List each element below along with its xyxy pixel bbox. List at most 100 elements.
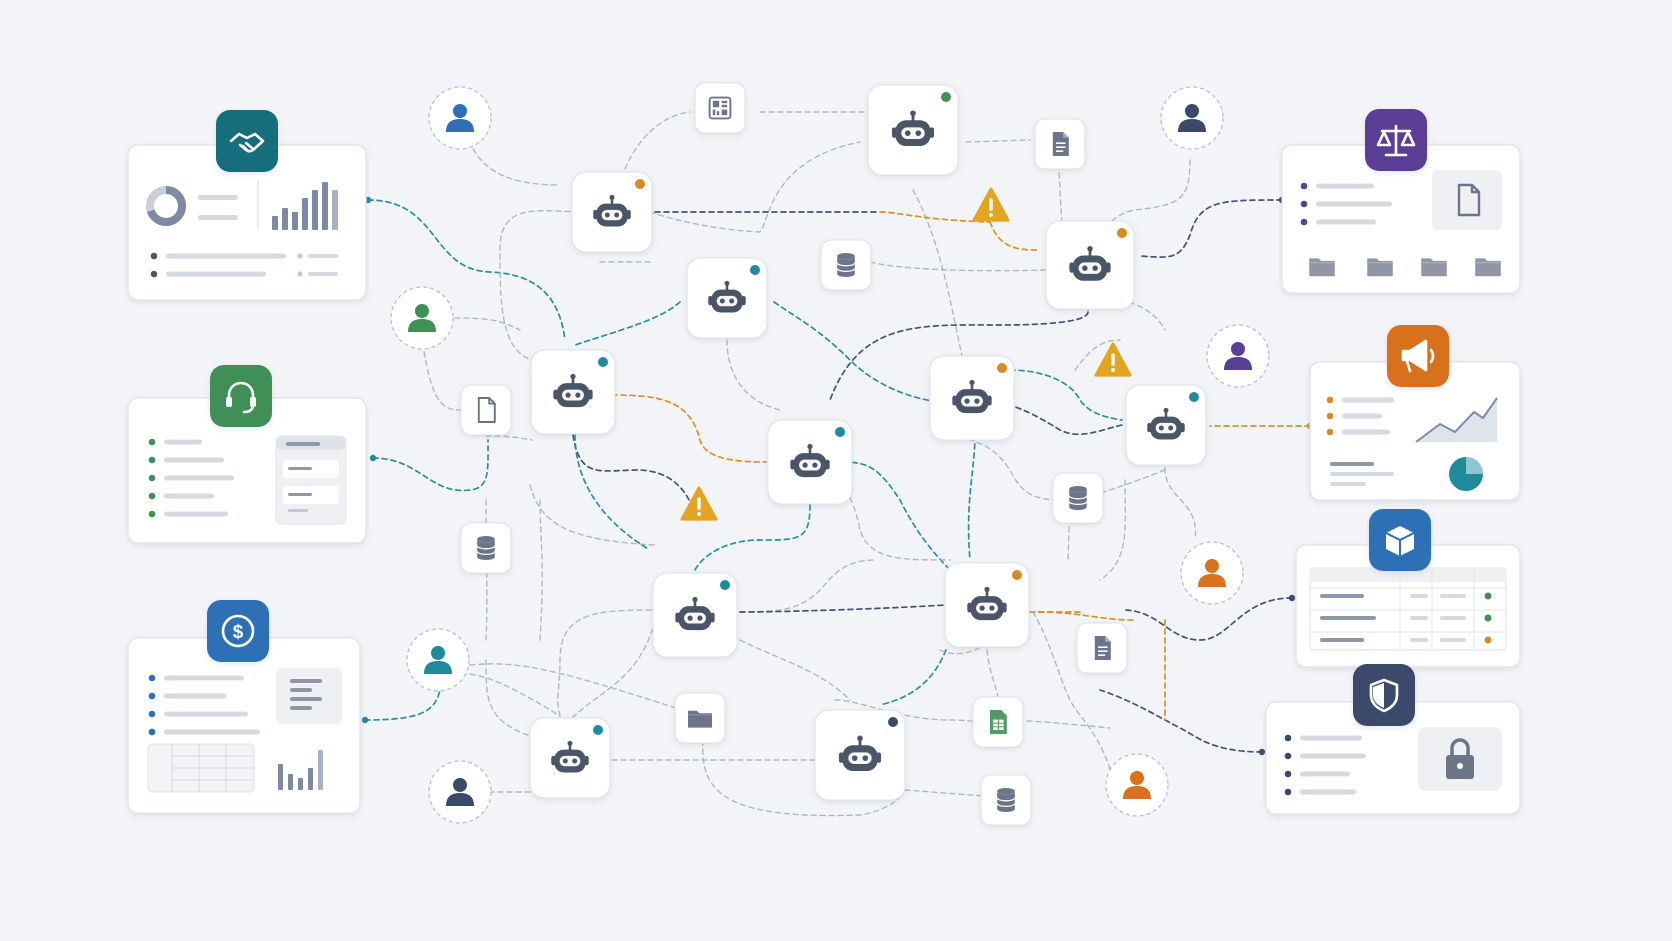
list-bullet [148, 710, 156, 718]
table-cell [1320, 594, 1364, 598]
headset-icon [226, 381, 256, 414]
database-icon [476, 535, 496, 561]
mini-bar [278, 764, 283, 790]
placeholder-line [164, 439, 202, 445]
list-bullet [148, 510, 156, 518]
mini-bar [302, 198, 308, 230]
status-dot [1484, 636, 1492, 644]
person-node [1160, 86, 1224, 150]
list-bullet [1284, 734, 1292, 742]
agent-status-dot [750, 265, 760, 275]
table-cell [1440, 594, 1466, 598]
status-dot [1484, 614, 1492, 622]
mini-bar [272, 216, 278, 230]
list-bullet [1284, 770, 1292, 778]
connection-line [739, 639, 851, 701]
connection-line [454, 317, 521, 331]
department-panels: $ [127, 109, 1521, 815]
placeholder-line [164, 675, 244, 681]
agent-status-dot [635, 179, 645, 189]
ai-agent-node [529, 717, 611, 799]
table-cell [1440, 616, 1466, 620]
connection-line [499, 210, 589, 361]
connection-line [1125, 597, 1293, 641]
placeholder-line [1300, 753, 1366, 759]
area-chart [1416, 398, 1497, 442]
mini-bar [308, 768, 313, 790]
connection-line [694, 504, 811, 571]
connection-line [879, 211, 991, 223]
list-bullet [148, 492, 156, 500]
database-icon [996, 787, 1016, 813]
resource-node [820, 239, 872, 291]
agent-status-dot [997, 363, 1007, 373]
placeholder-line [198, 215, 238, 220]
connection-line [569, 619, 656, 721]
department-panel [127, 110, 367, 301]
connection-line [1032, 611, 1116, 786]
placeholder-line [164, 493, 214, 499]
agent-status-dot [888, 717, 898, 727]
dollar-icon: $ [221, 614, 255, 648]
panel-badge [216, 110, 278, 172]
list-bullet [1284, 752, 1292, 760]
resource-node [694, 82, 746, 134]
mini-bar [298, 778, 303, 790]
megaphone-icon [1401, 339, 1435, 373]
connection-lines [361, 111, 1314, 817]
department-panel [127, 365, 367, 544]
spreadsheet-icon [989, 709, 1008, 735]
document-icon [1094, 635, 1112, 661]
connection-line [649, 141, 861, 233]
connection-line [364, 689, 441, 721]
connection-line [941, 434, 1061, 501]
table-cell [1320, 638, 1364, 642]
agent-status-dot [720, 580, 730, 590]
connection-line [773, 301, 941, 403]
connection-line [726, 339, 781, 411]
person-node [428, 760, 492, 824]
mini-bar [312, 190, 318, 230]
connection-line [869, 261, 1046, 272]
connection-line [965, 139, 1031, 143]
list-bullet [148, 674, 156, 682]
placeholder-line [1342, 413, 1382, 419]
placeholder-line [1316, 183, 1374, 189]
agent-status-dot [593, 725, 603, 735]
placeholder-line [1342, 397, 1394, 403]
placeholder-line [164, 511, 228, 517]
list-bullet [1300, 218, 1308, 226]
ai-agent-node [767, 419, 853, 505]
mini-bar [282, 208, 288, 230]
connection-line [1164, 467, 1197, 541]
document-icon [1052, 131, 1070, 157]
panel-badge [210, 365, 272, 427]
connection-line [1009, 369, 1123, 421]
mini-bar [332, 190, 338, 230]
connection-line [912, 189, 963, 357]
connection-line [829, 311, 1089, 401]
placeholder-line [1316, 201, 1392, 207]
list-bullet [148, 474, 156, 482]
connection-endpoint-dot [1288, 594, 1296, 602]
list-bullet [1284, 788, 1292, 796]
connection-line [572, 434, 699, 521]
ai-agent-node [686, 257, 768, 339]
placeholder-line [164, 711, 248, 717]
table-header [1310, 568, 1506, 582]
connection-line [986, 649, 1001, 717]
placeholder-line [164, 729, 260, 735]
mini-bar [318, 750, 323, 790]
table-cell [1320, 616, 1376, 620]
department-panel [1295, 509, 1521, 668]
connection-line [469, 663, 701, 717]
lock-icon [1446, 738, 1474, 779]
placeholder-line [1300, 789, 1356, 795]
resource-node [1076, 622, 1128, 674]
list-bullet [1300, 200, 1308, 208]
scales-icon [1376, 124, 1416, 157]
database-icon [836, 252, 856, 278]
connection-line [485, 499, 488, 641]
connection-line [485, 435, 533, 441]
table-cell [1440, 638, 1466, 642]
